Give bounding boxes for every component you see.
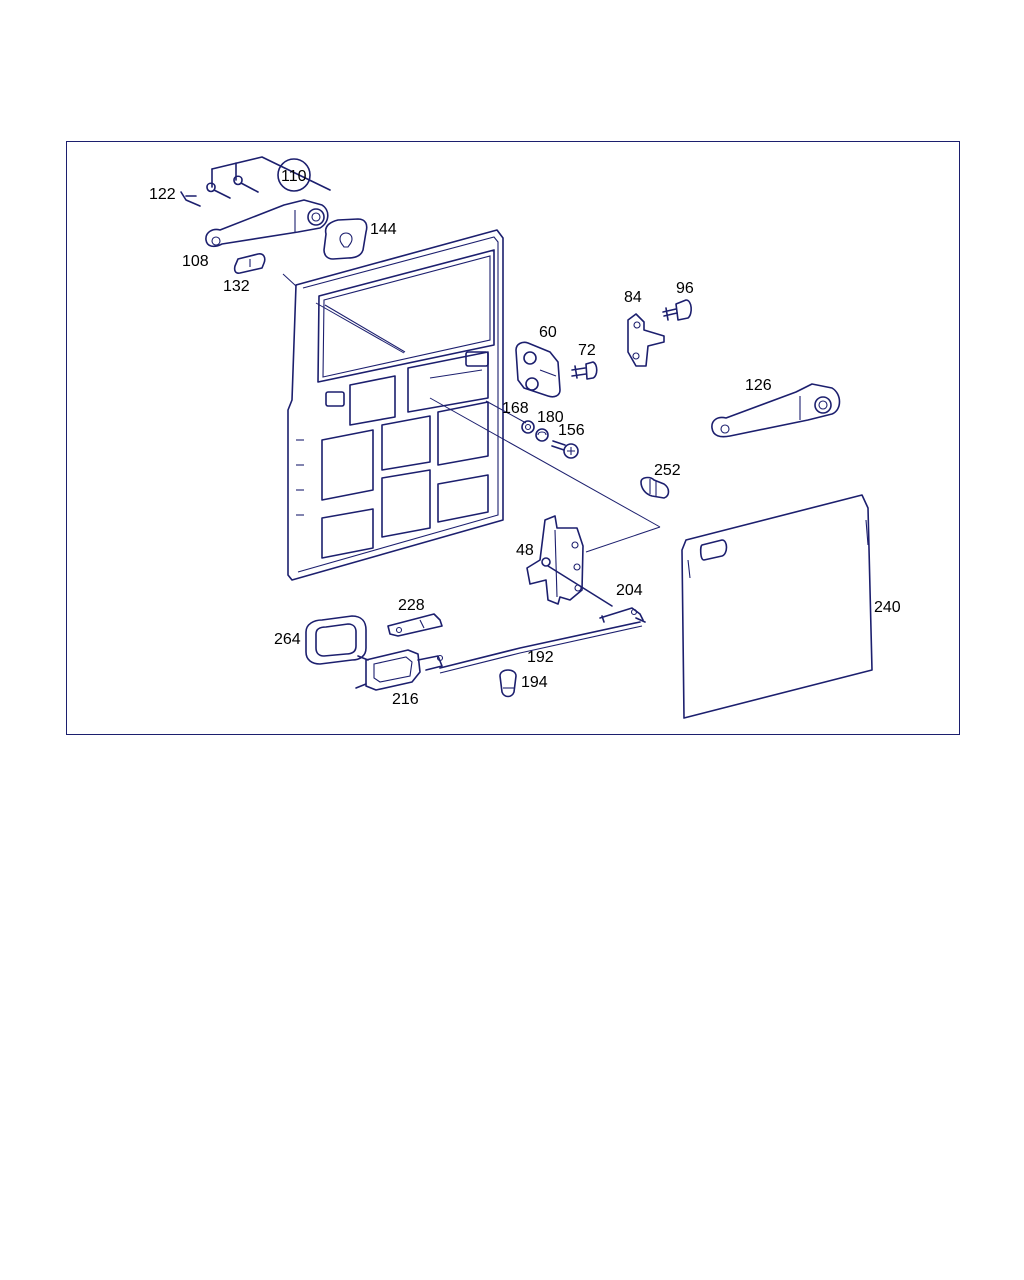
- callout-108: 108: [182, 253, 209, 270]
- callout-132: 132: [223, 278, 250, 295]
- trim-clip-132: [233, 253, 266, 274]
- lock-cover: [323, 218, 368, 260]
- rod-204: [547, 565, 644, 623]
- outer-handle: [205, 199, 329, 248]
- long-rod: [439, 617, 646, 674]
- callout-126: 126: [745, 377, 772, 394]
- washer-180: [535, 428, 549, 442]
- washer-168: [521, 420, 535, 434]
- inner-handle: [711, 383, 841, 438]
- callout-240: 240: [874, 599, 901, 616]
- cap-194: [499, 669, 517, 698]
- handle-bezel: [305, 615, 367, 665]
- callout-84: 84: [624, 289, 642, 306]
- leader-lines: [282, 273, 661, 553]
- callout-48: 48: [516, 542, 534, 559]
- callout-110: 110: [281, 168, 307, 185]
- screw-156: [551, 440, 579, 459]
- plug-252: [640, 476, 670, 499]
- door-lock: [515, 341, 561, 398]
- callout-168: 168: [502, 400, 529, 417]
- lock-mechanism: [526, 515, 584, 605]
- callout-194: 194: [521, 674, 548, 691]
- bracket-228: [387, 613, 443, 637]
- diagram-frame: [66, 141, 960, 735]
- callout-252: 252: [654, 462, 681, 479]
- callout-180: 180: [537, 409, 564, 426]
- trim-panel: [681, 494, 873, 719]
- callout-216: 216: [392, 691, 419, 708]
- callout-60: 60: [539, 324, 557, 341]
- inner-release: [355, 649, 444, 691]
- callout-72: 72: [578, 342, 596, 359]
- door-panel: [287, 229, 504, 581]
- callout-96: 96: [676, 280, 694, 297]
- callout-144: 144: [370, 221, 397, 238]
- screw-72: [571, 361, 598, 380]
- callout-228: 228: [398, 597, 425, 614]
- callout-156: 156: [558, 422, 585, 439]
- callout-204: 204: [616, 582, 643, 599]
- screw-96: [662, 299, 692, 321]
- striker-bracket: [627, 313, 665, 367]
- callout-264: 264: [274, 631, 301, 648]
- key-set: [180, 156, 331, 207]
- callout-labels: 110 122 108 144 132 84 96 60 72 126 168 …: [149, 168, 901, 708]
- callout-122: 122: [149, 186, 176, 203]
- callout-192: 192: [527, 649, 554, 666]
